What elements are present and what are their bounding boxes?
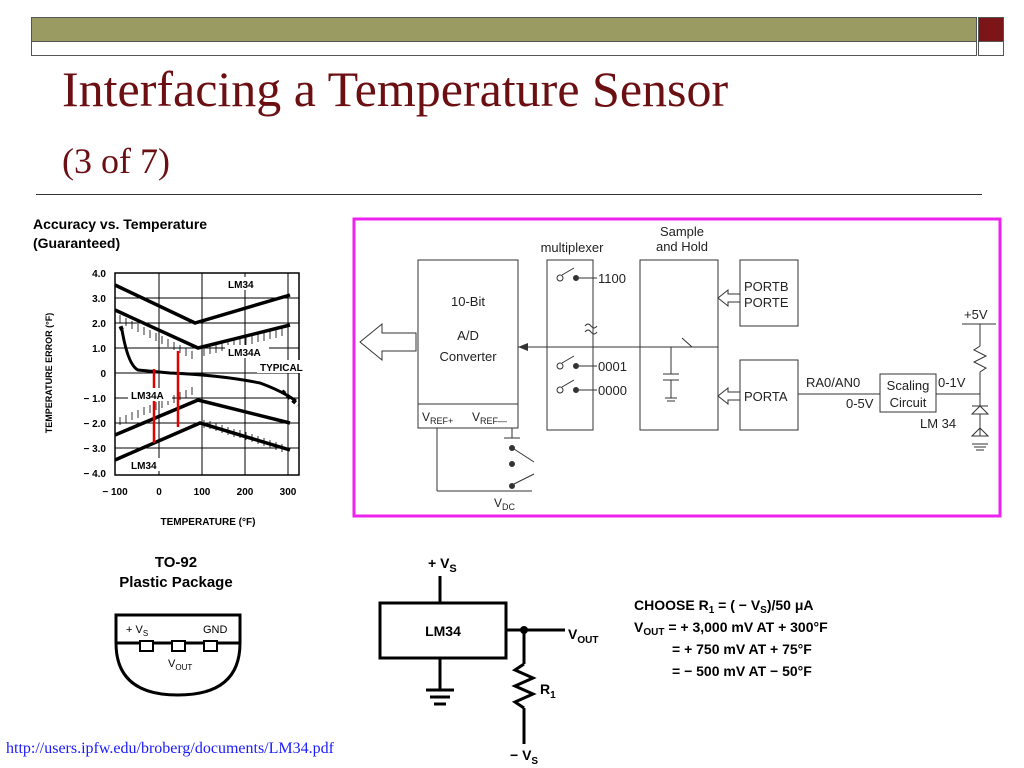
- mux-input-1100: 1100: [598, 271, 626, 286]
- y-axis-label: TEMPERATURE ERROR (°F): [44, 313, 54, 433]
- circuit-vs-minus: − VS: [510, 747, 538, 766]
- scaling-label-2: Circuit: [890, 395, 927, 410]
- x-tick-label: 200: [237, 487, 254, 498]
- label-lm34-bottom: LM34: [131, 461, 157, 472]
- label-typical: TYPICAL: [260, 363, 303, 374]
- x-tick-label: 0: [156, 487, 162, 498]
- label-lm34-top: LM34: [228, 280, 254, 291]
- x-tick-label: − 100: [102, 487, 128, 498]
- range-0-1v: 0-1V: [938, 375, 966, 390]
- header-bar: [31, 17, 977, 42]
- typical-curve-dashes: [118, 324, 300, 407]
- multiplexer-box: [546, 259, 594, 431]
- vref-minus: VREF—: [472, 410, 507, 426]
- y-tick-label: − 1.0: [83, 394, 106, 405]
- circuit-r1: R1: [540, 681, 556, 701]
- circuit-chip-label: LM34: [425, 623, 461, 639]
- porta-arrow: [717, 386, 741, 406]
- scaling-circuit-box: [879, 373, 937, 413]
- circuit-vout: VOUT: [568, 626, 598, 646]
- ra0-label: RA0/AN0: [806, 375, 860, 390]
- header-accent: [978, 17, 1004, 42]
- y-tick-label: − 2.0: [83, 419, 106, 430]
- label-lm34a-bottom: LM34A: [131, 391, 164, 402]
- sample-hold-label-1: Sample: [660, 224, 704, 239]
- x-tick-label: 300: [280, 487, 297, 498]
- mux-input-0001: 0001: [598, 359, 627, 374]
- note-line-3: = + 750 mV AT + 75°F: [672, 641, 812, 657]
- plus-5v-label: +5V: [964, 307, 988, 322]
- lm34a-upper-limit: [114, 308, 291, 350]
- portb-arrow: [717, 288, 741, 308]
- lm34-upper-limit: [114, 283, 291, 325]
- note-line-2: VOUT = + 3,000 mV AT + 300°F: [634, 619, 828, 638]
- converter-label-3: Converter: [439, 349, 497, 364]
- title-divider: [36, 194, 982, 195]
- converter-label-2: A/D: [457, 328, 479, 343]
- y-tick-label: 1.0: [92, 344, 106, 355]
- lm34a-lower-limit: [114, 398, 291, 437]
- typical-curve: [120, 329, 297, 403]
- accuracy-chart-subtitle: (Guaranteed): [33, 235, 120, 251]
- hatching: [119, 315, 283, 452]
- vref-plus: VREF+: [422, 410, 453, 426]
- ad-converter-diagram: 10-Bit A/D Converter VREF+ VREF— multipl…: [352, 217, 1002, 518]
- sample-hold-label-2: and Hold: [656, 239, 708, 254]
- ad-converter-box: [417, 259, 519, 429]
- slide-title: Interfacing a Temperature Sensor: [62, 61, 729, 117]
- porte-label: PORTE: [744, 295, 789, 310]
- slide-subtitle: (3 of 7): [62, 141, 170, 181]
- pin-vs: + VS: [126, 624, 148, 638]
- package-body: [114, 613, 242, 697]
- y-tick-label: 4.0: [92, 269, 106, 280]
- multiplexer-label: multiplexer: [541, 240, 605, 255]
- header-bar-lower: [31, 42, 977, 56]
- range-0-5v: 0-5V: [846, 396, 874, 411]
- header-accent-lower: [978, 42, 1004, 56]
- note-line-4: = − 500 mV AT − 50°F: [672, 663, 812, 679]
- y-tick-label: 3.0: [92, 294, 106, 305]
- to92-package: TO-92 Plastic Package + VS GND VOUT: [114, 554, 242, 697]
- sample-hold-box: [639, 259, 719, 431]
- accuracy-chart-title: Accuracy vs. Temperature: [33, 216, 207, 232]
- label-lm34a-top: LM34A: [228, 348, 261, 359]
- y-tick-label: 2.0: [92, 319, 106, 330]
- output-arrow: [359, 322, 417, 362]
- mux-input-0000: 0000: [598, 383, 627, 398]
- y-tick-label: 0: [100, 369, 106, 380]
- porta-label: PORTA: [744, 389, 788, 404]
- package-title-1: TO-92: [155, 554, 197, 571]
- lm34-circuit: + VS LM34 VOUT R1 − VS: [378, 555, 598, 766]
- accuracy-chart: Accuracy vs. Temperature (Guaranteed) 4.…: [33, 216, 305, 528]
- lm34-label: LM 34: [920, 416, 956, 431]
- mux-to-converter-arrow: [518, 343, 528, 351]
- formula-notes: CHOOSE R1 = ( − VS)/50 μA VOUT = + 3,000…: [634, 597, 828, 679]
- porta-box: [739, 359, 799, 431]
- converter-label-1: 10-Bit: [451, 294, 485, 309]
- note-line-1: CHOOSE R1 = ( − VS)/50 μA: [634, 597, 814, 616]
- scaling-label-1: Scaling: [887, 378, 930, 393]
- circuit-vs-plus: + VS: [428, 555, 457, 575]
- vdc-label: VDC: [494, 496, 516, 512]
- pin-gnd: GND: [203, 624, 228, 636]
- pin-vout: VOUT: [168, 658, 192, 672]
- lm34-lower-limit: [114, 421, 291, 462]
- source-link[interactable]: http://users.ipfw.edu/broberg/documents/…: [6, 740, 334, 757]
- x-axis-label: TEMPERATURE (°F): [161, 517, 256, 528]
- y-tick-label: − 3.0: [83, 444, 106, 455]
- package-title-2: Plastic Package: [119, 574, 232, 591]
- portb-label: PORTB: [744, 279, 789, 294]
- x-tick-label: 100: [194, 487, 211, 498]
- y-tick-label: − 4.0: [83, 469, 106, 480]
- portb-porte-box: [739, 259, 799, 327]
